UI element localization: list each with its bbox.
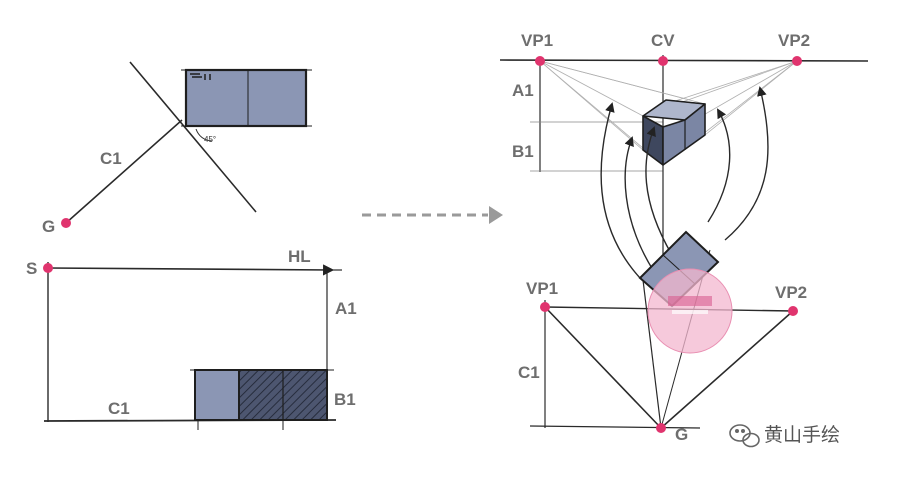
g-point	[656, 423, 666, 433]
scribble-mark	[190, 73, 211, 80]
point-s-label: S	[26, 259, 37, 278]
c1-label: C1	[108, 399, 130, 418]
dashed-arrow-right-icon	[362, 206, 503, 224]
plan-box	[184, 68, 308, 128]
vp1-point	[540, 302, 550, 312]
hl-label: HL	[288, 247, 311, 266]
watermark: 黄山手绘	[729, 424, 840, 448]
b1-label: B1	[334, 390, 356, 409]
vp1-label: VP1	[521, 31, 553, 50]
horizon-line-hl	[47, 264, 335, 276]
angle-arc	[195, 128, 213, 142]
diagonal-45-line	[129, 61, 257, 213]
a1-label: A1	[512, 81, 534, 100]
perspective-bottom: VP1 VP2 C1 G	[518, 230, 807, 444]
cv-label: CV	[651, 31, 675, 50]
wechat-icon	[729, 424, 760, 448]
g-label: G	[675, 425, 688, 444]
vp1-point	[535, 56, 545, 66]
vp2-point	[788, 306, 798, 316]
horizon-line	[499, 59, 869, 62]
vp2-point	[792, 56, 802, 66]
point-g-label: G	[42, 217, 55, 236]
point-s	[43, 263, 53, 273]
perspective-top: VP1 CV VP2 A1 B1	[499, 31, 869, 290]
sight-line-c1	[65, 119, 183, 224]
pink-circular-stamp	[647, 268, 733, 354]
cv-point	[658, 56, 668, 66]
plan-view: 45° G C1	[42, 61, 312, 236]
vp2-label: VP2	[775, 283, 807, 302]
b1-label: B1	[512, 142, 534, 161]
angle-label: 45°	[204, 135, 216, 144]
vp2-label: VP2	[778, 31, 810, 50]
c1-label: C1	[100, 149, 122, 168]
watermark-text: 黄山手绘	[764, 424, 840, 446]
elevation-view: S HL A1 B1 C1	[26, 247, 357, 430]
vp1-label: VP1	[526, 279, 558, 298]
point-g	[61, 218, 71, 228]
c1-label: C1	[518, 363, 540, 382]
elevation-box-light	[194, 369, 240, 421]
a1-label: A1	[335, 299, 357, 318]
transfer-arcs	[600, 86, 769, 279]
